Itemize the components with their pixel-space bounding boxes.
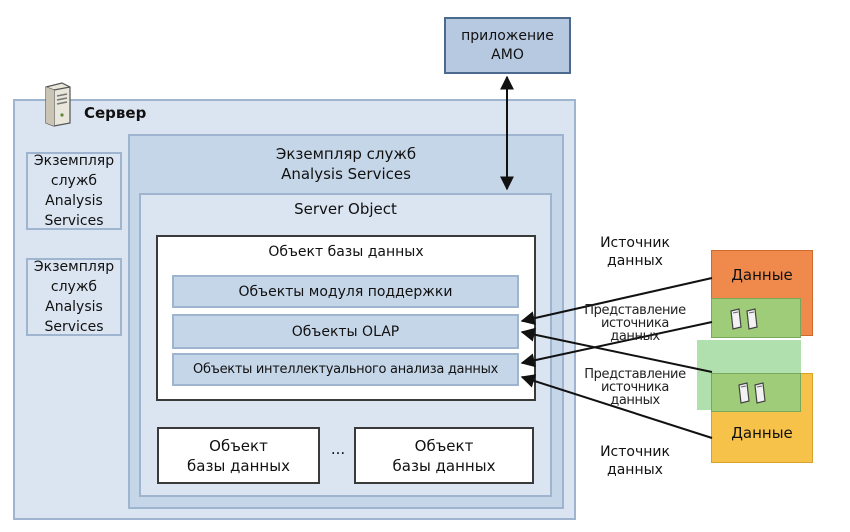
data-source-label-bottom: Источник данных xyxy=(600,444,670,478)
server-title: Сервер xyxy=(84,104,147,122)
database-object-title: Объект базы данных xyxy=(268,244,424,260)
olap-objects-row: Объекты OLAP xyxy=(172,314,519,349)
amo-application-box: приложение AMO xyxy=(444,17,571,74)
server-tower-icon xyxy=(45,82,71,127)
data-mining-objects-row: Объекты интеллектуального анализа данных xyxy=(172,353,519,386)
analysis-services-instance-left-2: Экземпляр служб Analysis Services xyxy=(26,258,122,336)
server-object-title: Server Object xyxy=(294,200,397,218)
analysis-services-instance-left-1: Экземпляр служб Analysis Services xyxy=(26,152,122,230)
ellipsis: ... xyxy=(330,440,346,458)
data-source-view-label-top: Представление источника данных xyxy=(584,303,686,344)
database-object-small-right: Объект базы данных xyxy=(354,427,534,484)
support-objects-row: Объекты модуля поддержки xyxy=(172,275,519,308)
document-pair-icon xyxy=(730,308,758,330)
database-object-small-left: Объект базы данных xyxy=(157,427,320,484)
data-bottom-label: Данные xyxy=(731,424,793,442)
instance-main-title: Экземпляр служб Analysis Services xyxy=(275,145,417,183)
document-pair-icon xyxy=(738,382,766,404)
data-top-label: Данные xyxy=(731,266,793,284)
data-source-view-label-bottom: Представление источника данных xyxy=(584,367,686,408)
data-source-label-top: Источник данных xyxy=(600,235,670,269)
